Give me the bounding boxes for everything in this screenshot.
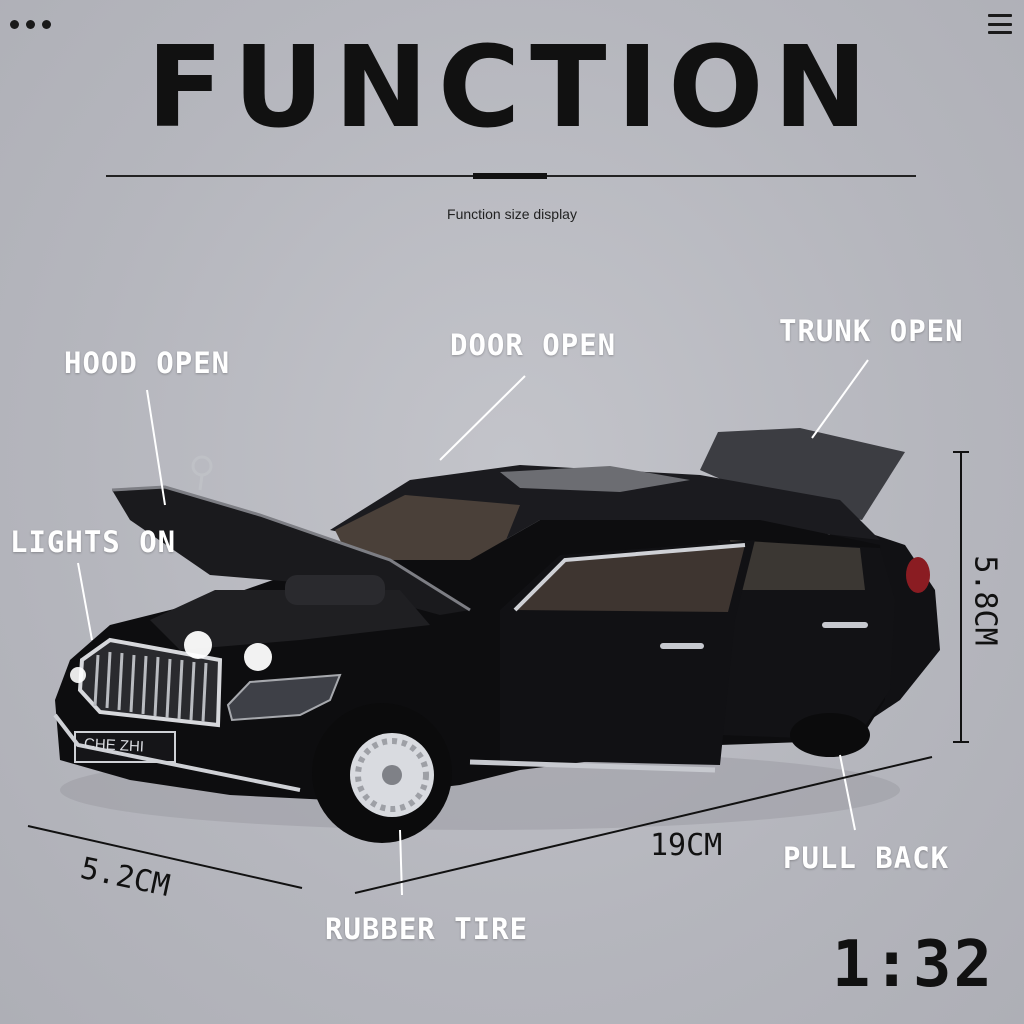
menu-icon[interactable] <box>988 14 1012 34</box>
license-plate: CHE ZHI <box>83 735 145 756</box>
title-divider-accent <box>473 173 547 179</box>
pull-back-label: PULL BACK <box>783 841 950 875</box>
door-open-label: DOOR OPEN <box>450 328 617 362</box>
height-dimension: 5.8CM <box>967 555 1003 646</box>
more-dots-icon[interactable] <box>10 20 51 29</box>
page-title: FUNCTION <box>146 23 878 153</box>
hood-open-label: HOOD OPEN <box>64 346 231 380</box>
trunk-open-label: TRUNK OPEN <box>779 314 964 348</box>
scale-ratio: 1:32 <box>831 928 994 1002</box>
page-subtitle: Function size display <box>447 206 577 222</box>
length-dimension: 19CM <box>650 828 723 863</box>
rubber-tire-label: RUBBER TIRE <box>325 912 529 946</box>
lights-on-label: LIGHTS ON <box>10 525 177 559</box>
